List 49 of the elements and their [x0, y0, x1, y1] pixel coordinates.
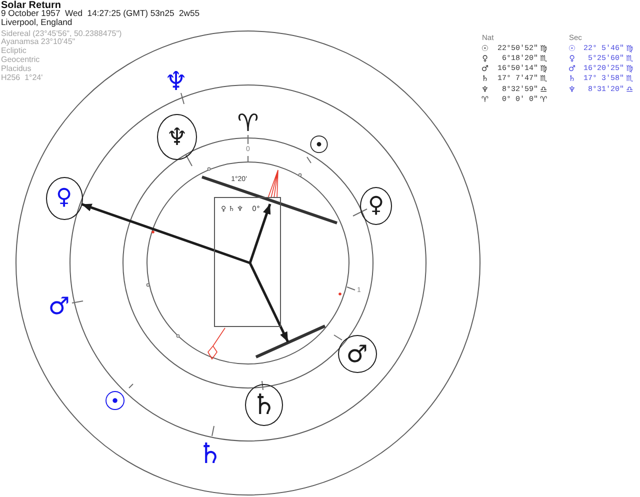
sign-glyph: ♍: [626, 44, 634, 54]
sign-glyph: ♎: [540, 84, 548, 95]
planet-glyph: ♆: [164, 69, 188, 95]
sign-glyph: ♏: [626, 54, 634, 64]
planet-glyph: ♆: [166, 125, 188, 149]
planet-glyph: ☉: [568, 44, 576, 54]
place-line: Liverpool, England: [1, 18, 72, 26]
setting-line: Sidereal (23°45'56", 50.2388475"): [1, 28, 122, 38]
planet-glyph: ♄: [197, 440, 223, 468]
setting-line: Ecliptic: [1, 46, 26, 56]
sign-glyph: ♍: [540, 64, 548, 74]
planet-glyph: ♀: [368, 195, 384, 217]
planet-glyph: ☉: [308, 133, 330, 157]
planet-glyph: ♄: [251, 391, 277, 419]
sign-glyph: ♍: [626, 64, 634, 74]
planet-glyph: ♂: [346, 342, 368, 366]
planet-glyph: ♀: [482, 54, 488, 64]
sign-glyph: ♏: [540, 74, 548, 84]
planet-oval: [46, 176, 82, 220]
planet-glyph: ☉: [103, 389, 127, 415]
setting-line: H256 1°24': [1, 72, 43, 82]
planet-glyph: ♀: [569, 54, 575, 64]
planet-glyph: ☉: [481, 44, 489, 54]
date-line: 9 October 1957 Wed 14:27:25 (GMT) 53n25 2w55: [1, 9, 200, 18]
planet-glyph: ♄: [568, 74, 576, 84]
planet-glyph: ♈: [481, 95, 489, 106]
sign-glyph: ♈: [237, 111, 259, 135]
planet-glyph: ♀: [56, 187, 72, 209]
aspect-arrow: [81, 203, 214, 252]
setting-line: Geocentric: [1, 54, 40, 64]
sign-glyph: ♈: [540, 95, 548, 106]
setting-line: Placidus: [1, 64, 32, 73]
planet-glyph: ♂: [568, 64, 576, 74]
aspect-box: [214, 197, 281, 327]
planet-glyph: ♆: [481, 84, 489, 95]
planet-oval: [245, 384, 283, 426]
sign-glyph: ♎: [626, 84, 634, 95]
sign-glyph: ♏: [540, 54, 548, 64]
planet-oval: [360, 187, 392, 225]
planet-glyph: ♂: [48, 294, 70, 318]
chart-title: Solar Return: [1, 0, 62, 11]
sign-glyph: ♍: [540, 44, 548, 54]
planet-glyph: ♂: [481, 64, 489, 74]
sign-glyph: ♏: [626, 74, 634, 84]
planet-glyph: ♄: [481, 74, 489, 84]
planet-oval: [157, 114, 197, 160]
planet-oval: [338, 335, 376, 373]
setting-line: Ayanamsa 23°10'45": [1, 37, 76, 46]
planet-glyph: ♆: [568, 84, 576, 95]
